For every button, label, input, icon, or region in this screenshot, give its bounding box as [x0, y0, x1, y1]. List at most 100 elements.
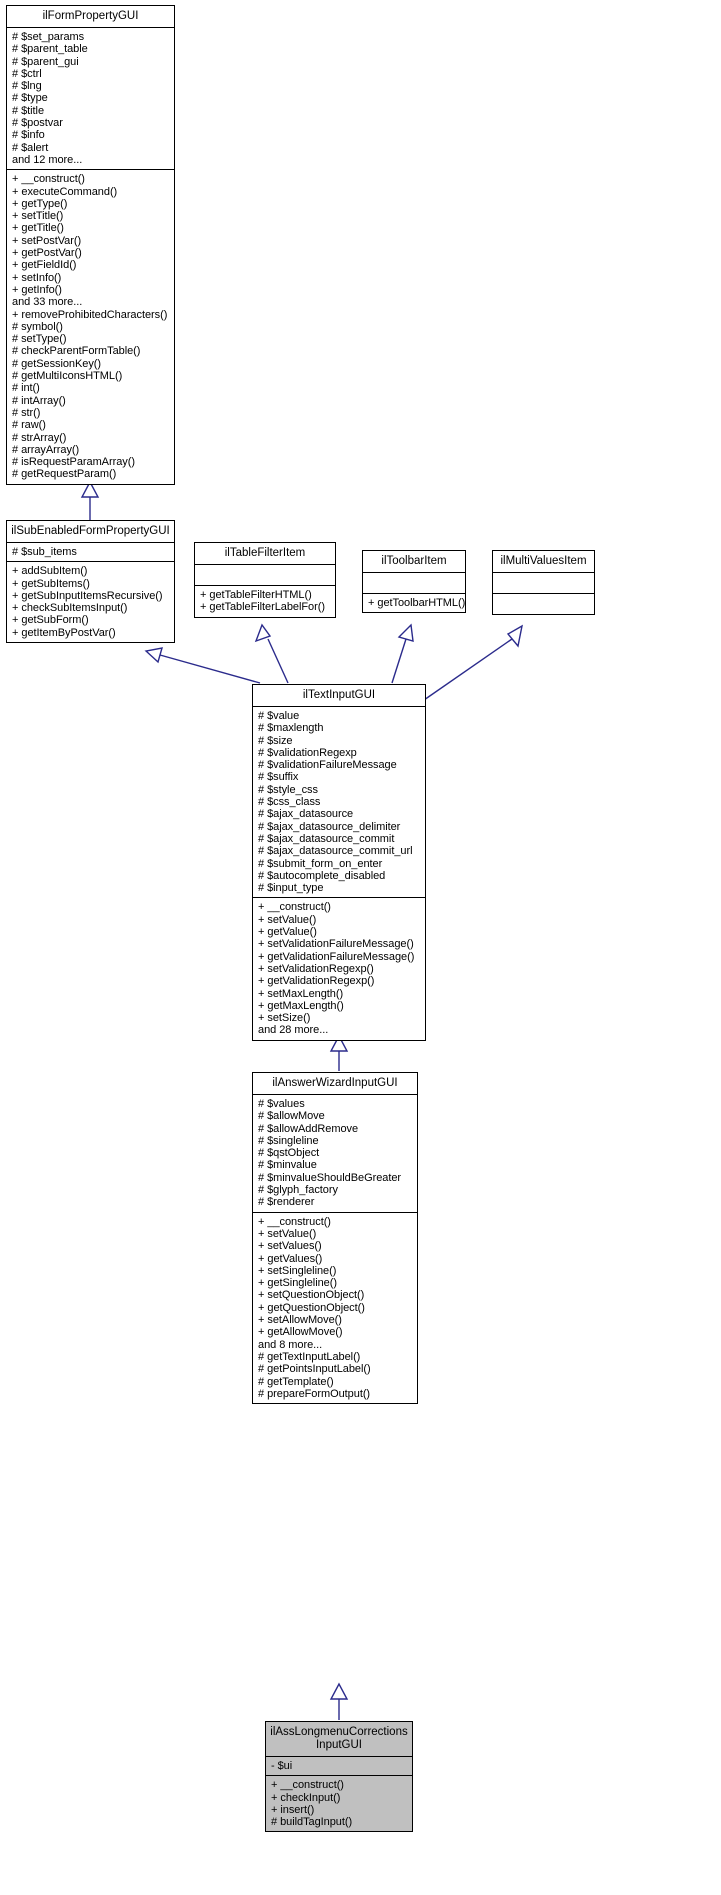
class-member: # $sub_items: [12, 546, 77, 558]
class-box-ilAnswerWizardInputGUI[interactable]: ilAnswerWizardInputGUI # $values# $allow…: [252, 1072, 418, 1405]
edge-textinput-to-tablefilteritem: [254, 623, 289, 684]
class-methods: + addSubItem()+ getSubItems()+ getSubInp…: [7, 561, 174, 642]
class-member: # $ctrl: [12, 67, 42, 80]
class-member: # $autocomplete_disabled: [258, 869, 386, 882]
class-member: # $ajax_datasource_commit: [258, 832, 395, 845]
class-member: + __construct(): [271, 1779, 344, 1792]
class-member: # str(): [12, 406, 41, 419]
class-member: and 33 more...: [12, 296, 83, 309]
class-member: # $css_class: [258, 796, 321, 809]
edge-answerwizard-to-textinput: [329, 1034, 349, 1071]
class-box-ilToolbarItem[interactable]: ilToolbarItem + getToolbarHTML(): [362, 550, 466, 614]
class-box-ilFormPropertyGUI[interactable]: ilFormPropertyGUI # $set_params# $parent…: [6, 5, 175, 485]
class-member: # raw(): [12, 419, 46, 432]
class-attributes: # $set_params# $parent_table# $parent_gu…: [7, 27, 174, 169]
class-member: + getSubInputItemsRecursive(): [12, 589, 163, 602]
class-member: # $allowAddRemove: [258, 1122, 359, 1135]
class-member: + setAllowMove(): [258, 1314, 342, 1327]
class-member: + setValues(): [258, 1240, 322, 1253]
class-title: ilTextInputGUI: [302, 689, 376, 701]
class-member: # $parent_table: [12, 43, 88, 56]
class-member: # $style_css: [258, 783, 318, 796]
edge-textinput-to-subenabled: [144, 647, 261, 684]
class-box-ilTableFilterItem[interactable]: ilTableFilterItem + getTableFilterHTML()…: [194, 542, 336, 618]
class-title: ilAssLongmenuCorrections InputGUI: [270, 1726, 408, 1751]
class-box-ilAssLongmenuCorrectionsInputGUI[interactable]: ilAssLongmenuCorrections InputGUI - $ui …: [265, 1721, 413, 1833]
class-member: + __construct(): [258, 901, 331, 914]
class-member: + __construct(): [258, 1215, 331, 1228]
class-member: # $validationRegexp: [258, 746, 357, 759]
class-member: + setSize(): [258, 1012, 311, 1025]
class-member: + setValue(): [258, 1227, 317, 1240]
class-member: + setValidationRegexp(): [258, 962, 374, 975]
class-member: + removeProhibitedCharacters(): [12, 308, 168, 321]
class-member: # $minvalueShouldBeGreater: [258, 1171, 402, 1184]
class-member: + getPostVar(): [12, 247, 82, 260]
class-methods: [493, 593, 594, 614]
class-member: + executeCommand(): [12, 185, 118, 198]
class-member: + setTitle(): [12, 210, 64, 223]
class-attributes: # $value# $maxlength# $size# $validation…: [253, 706, 425, 897]
class-member: + getValidationFailureMessage(): [258, 950, 415, 963]
class-box-ilMultiValuesItem[interactable]: ilMultiValuesItem: [492, 550, 595, 615]
class-member: + setPostVar(): [12, 234, 82, 247]
class-member: # $postvar: [12, 117, 63, 130]
class-member: # $singleline: [258, 1134, 319, 1147]
class-methods: + getTableFilterHTML()+ getTableFilterLa…: [195, 585, 335, 617]
class-member: + getTableFilterHTML(): [200, 589, 312, 601]
class-member: + getValidationRegexp(): [258, 975, 375, 988]
edge-textinput-to-multivaluesitem: [423, 624, 523, 701]
class-box-ilSubEnabledFormPropertyGUI[interactable]: ilSubEnabledFormPropertyGUI # $sub_items…: [6, 520, 175, 644]
class-member: + setQuestionObject(): [258, 1289, 365, 1302]
class-member: + setMaxLength(): [258, 987, 344, 1000]
class-methods: + __construct()+ setValue()+ setValues()…: [253, 1211, 417, 1403]
class-box-ilTextInputGUI[interactable]: ilTextInputGUI # $value# $maxlength# $si…: [252, 684, 426, 1041]
edge-longmenu-to-answerwizard: [329, 1682, 349, 1720]
class-member: + setValidationFailureMessage(): [258, 938, 414, 951]
class-member: # $parent_gui: [12, 55, 79, 68]
class-attributes: # $values# $allowMove# $allowAddRemove# …: [253, 1094, 417, 1212]
class-member: # arrayArray(): [12, 443, 80, 456]
class-member: + setInfo(): [12, 271, 62, 284]
class-member: # $type: [12, 92, 48, 105]
class-member: # $suffix: [258, 771, 299, 784]
class-member: # $ajax_datasource: [258, 808, 354, 821]
class-member: + getSubItems(): [12, 577, 90, 590]
class-member: # $maxlength: [258, 722, 324, 735]
class-member: + getInfo(): [12, 283, 62, 296]
class-member: + getSubForm(): [12, 614, 89, 627]
class-member: # getPointsInputLabel(): [258, 1363, 371, 1376]
class-member: # $submit_form_on_enter: [258, 857, 383, 870]
class-member: # $alert: [12, 141, 49, 154]
class-member: + setValue(): [258, 913, 317, 926]
class-member: + getSingleline(): [258, 1277, 337, 1290]
class-member: + getItemByPostVar(): [12, 626, 116, 639]
class-member: # getSessionKey(): [12, 357, 102, 370]
class-member: # $info: [12, 129, 45, 142]
class-methods: + __construct()+ executeCommand()+ getTy…: [7, 169, 174, 483]
class-member: # intArray(): [12, 394, 66, 407]
class-attributes: [363, 572, 465, 593]
class-attributes: [493, 572, 594, 593]
class-member: # $set_params: [12, 31, 85, 43]
class-member: # int(): [12, 382, 40, 395]
class-member: # $ajax_datasource_delimiter: [258, 820, 401, 833]
class-member: # $values: [258, 1098, 305, 1110]
class-member: # $renderer: [258, 1196, 315, 1209]
class-member: # $value: [258, 710, 300, 722]
class-member: and 28 more...: [258, 1024, 329, 1037]
class-methods: + getToolbarHTML(): [363, 593, 465, 612]
class-member: + getType(): [12, 197, 68, 210]
class-member: + addSubItem(): [12, 565, 88, 578]
class-member: # $ajax_datasource_commit_url: [258, 845, 413, 858]
class-attributes: # $sub_items: [7, 542, 174, 561]
class-member: # $lng: [12, 80, 42, 93]
class-member: + getQuestionObject(): [258, 1301, 365, 1314]
class-member: + getValues(): [258, 1252, 323, 1265]
class-member: # $title: [12, 104, 45, 117]
class-member: # buildTagInput(): [271, 1816, 353, 1829]
class-title: ilAnswerWizardInputGUI: [272, 1077, 398, 1089]
class-title: ilSubEnabledFormPropertyGUI: [11, 525, 170, 537]
class-member: + getTitle(): [12, 222, 64, 235]
